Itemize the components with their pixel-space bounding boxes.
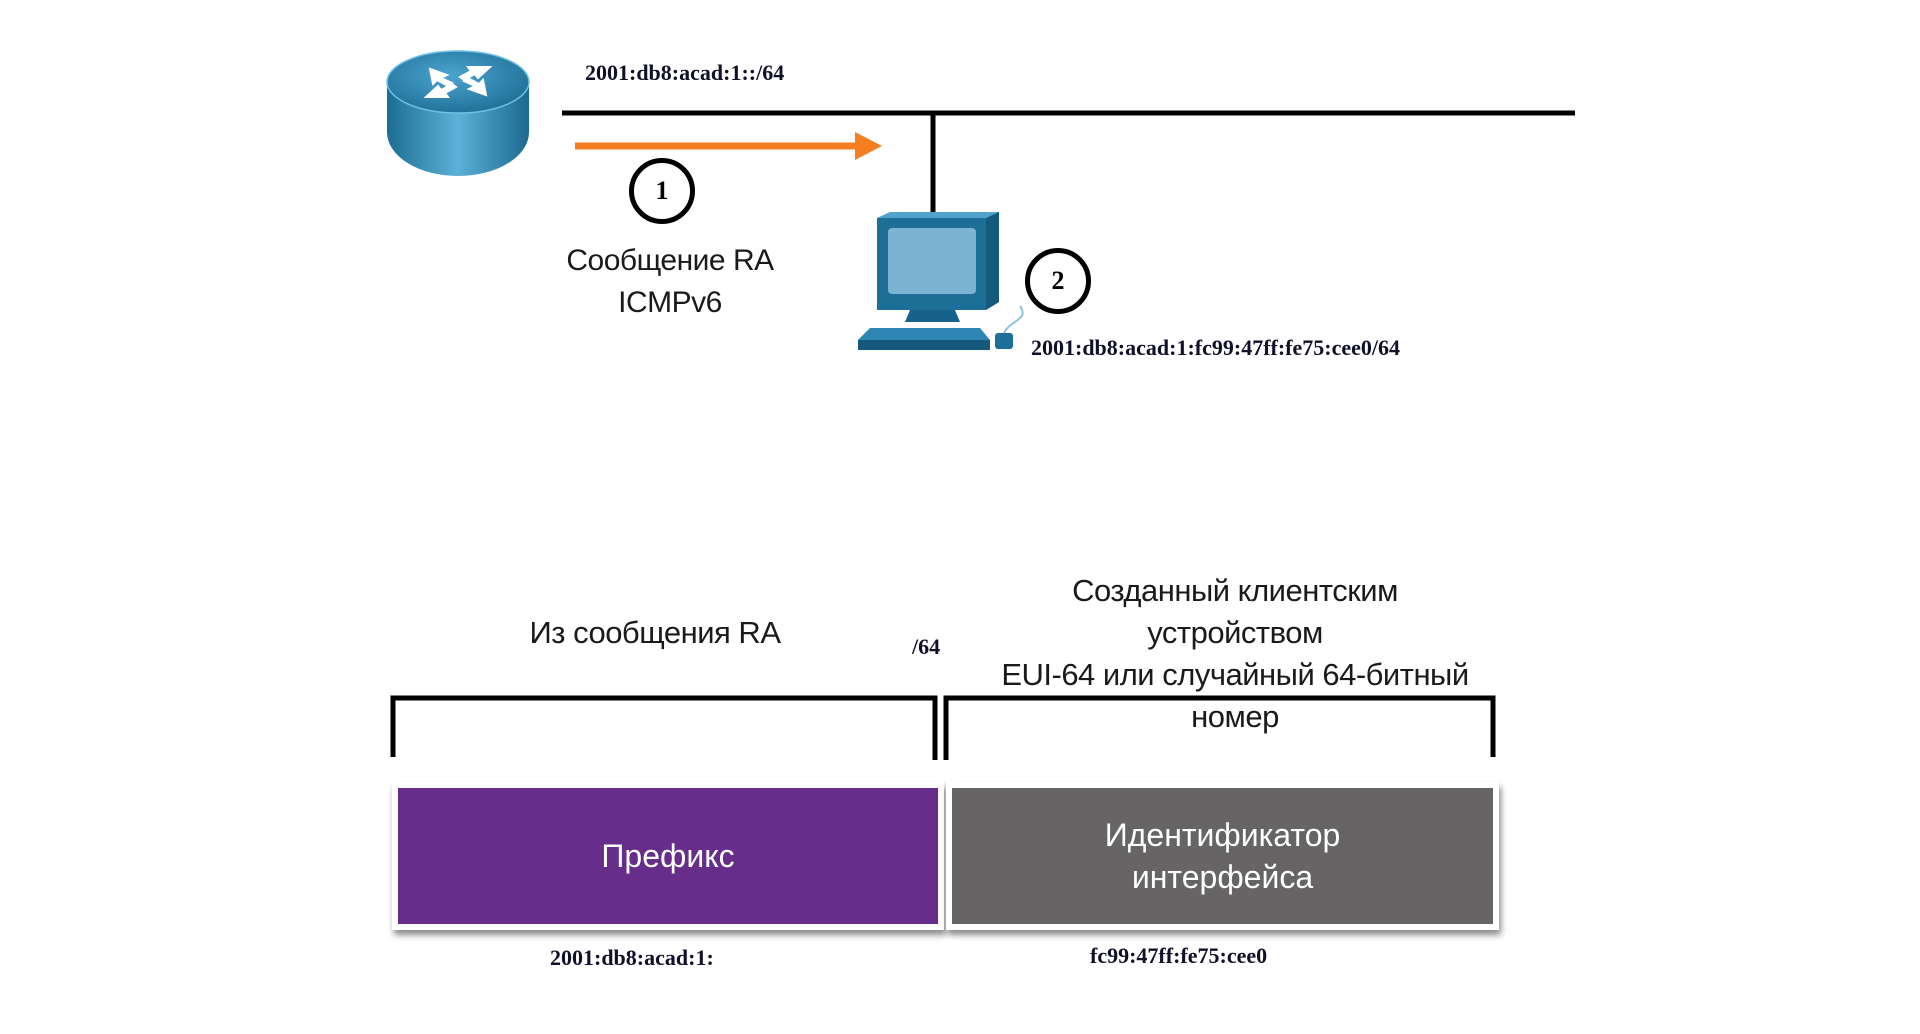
prefix-value: 2001:db8:acad:1: bbox=[550, 945, 714, 970]
ra-message-line1: Сообщение RA bbox=[566, 244, 774, 277]
host-address-label: 2001:db8:acad:1:fc99:47ff:fe75:cee0/64 bbox=[1031, 335, 1400, 360]
prefix-length-label: /64 bbox=[912, 634, 941, 659]
interface-id-box-line2: интерфейса bbox=[1131, 859, 1314, 895]
interface-caption-line2: устройством bbox=[1147, 615, 1323, 650]
interface-id-bracket bbox=[943, 695, 1496, 760]
interface-id-box-line1: Идентификатор bbox=[1104, 817, 1341, 853]
interface-id-box: Идентификатор интерфейса bbox=[946, 782, 1499, 930]
interface-caption-line3: EUI-64 или случайный 64-битный bbox=[1001, 657, 1469, 692]
prefix-source-caption: Из сообщения RA bbox=[529, 615, 782, 650]
prefix-box: Префикс bbox=[392, 782, 944, 930]
ra-message-label: Сообщение RA ICMPv6 bbox=[540, 240, 800, 324]
interface-caption-line1: Созданный клиентским bbox=[1072, 573, 1398, 608]
interface-id-source-caption: Созданный клиентским устройством EUI-64 … bbox=[920, 570, 1550, 738]
step-2-badge: 2 bbox=[1025, 248, 1091, 314]
topology-diagram bbox=[386, 50, 1575, 350]
router-icon bbox=[386, 50, 530, 176]
computer-icon bbox=[858, 212, 1024, 350]
network-prefix-label: 2001:db8:acad:1::/64 bbox=[585, 60, 785, 85]
ra-message-line2: ICMPv6 bbox=[618, 286, 722, 319]
ra-message-arrow bbox=[575, 132, 882, 160]
segment-brackets bbox=[390, 695, 1496, 760]
prefix-bracket bbox=[390, 695, 938, 760]
interface-id-value: fc99:47ff:fe75:cee0 bbox=[1090, 943, 1268, 968]
interface-caption-line4: номер bbox=[1191, 699, 1279, 734]
step-1-badge: 1 bbox=[629, 158, 695, 224]
prefix-box-label: Префикс bbox=[601, 838, 735, 874]
